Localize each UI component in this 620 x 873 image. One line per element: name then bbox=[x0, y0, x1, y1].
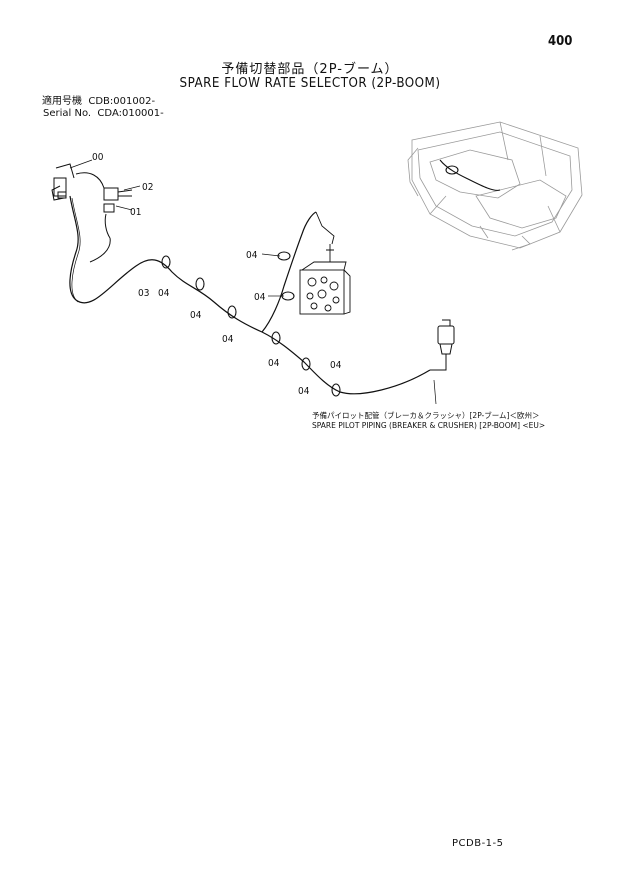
harness-line bbox=[69, 195, 431, 395]
label-04-d: 04 bbox=[246, 250, 258, 261]
page-number: 400 bbox=[548, 34, 573, 49]
title-english: SPARE FLOW RATE SELECTOR (2P-BOOM) bbox=[179, 76, 441, 91]
label-04-h: 04 bbox=[330, 360, 342, 371]
caption-japanese: 予備パイロット配管（ブレーカ＆クラッシャ）[2P-ブーム]＜欧州＞ bbox=[312, 411, 540, 420]
serial-line-en: Serial No. CDA:010001- bbox=[43, 108, 164, 119]
footer-code: PCDB-1-5 bbox=[452, 838, 504, 849]
clamp-markers bbox=[161, 251, 341, 397]
caption-english: SPARE PILOT PIPING (BREAKER & CRUSHER) [… bbox=[312, 421, 546, 430]
label-04-e: 04 bbox=[254, 292, 266, 303]
label-02: 02 bbox=[142, 182, 153, 193]
label-04-f: 04 bbox=[268, 358, 280, 369]
label-04-b: 04 bbox=[190, 310, 202, 321]
title-japanese: 予備切替部品（2P-ブーム） bbox=[221, 62, 399, 77]
valve-block bbox=[299, 244, 351, 315]
connector-part bbox=[430, 319, 455, 371]
switch-part bbox=[75, 172, 133, 239]
bracket-part bbox=[51, 163, 75, 201]
serial-line-jp: 適用号機 CDB:001002- bbox=[42, 96, 156, 107]
label-03: 03 bbox=[138, 288, 149, 299]
label-04-c: 04 bbox=[222, 334, 234, 345]
label-04-a: 04 bbox=[158, 288, 170, 299]
branch-line bbox=[261, 211, 317, 333]
label-01: 01 bbox=[130, 207, 141, 218]
label-04-g: 04 bbox=[298, 386, 310, 397]
machine-outline-illustration bbox=[407, 121, 583, 251]
label-00: 00 bbox=[92, 152, 104, 163]
